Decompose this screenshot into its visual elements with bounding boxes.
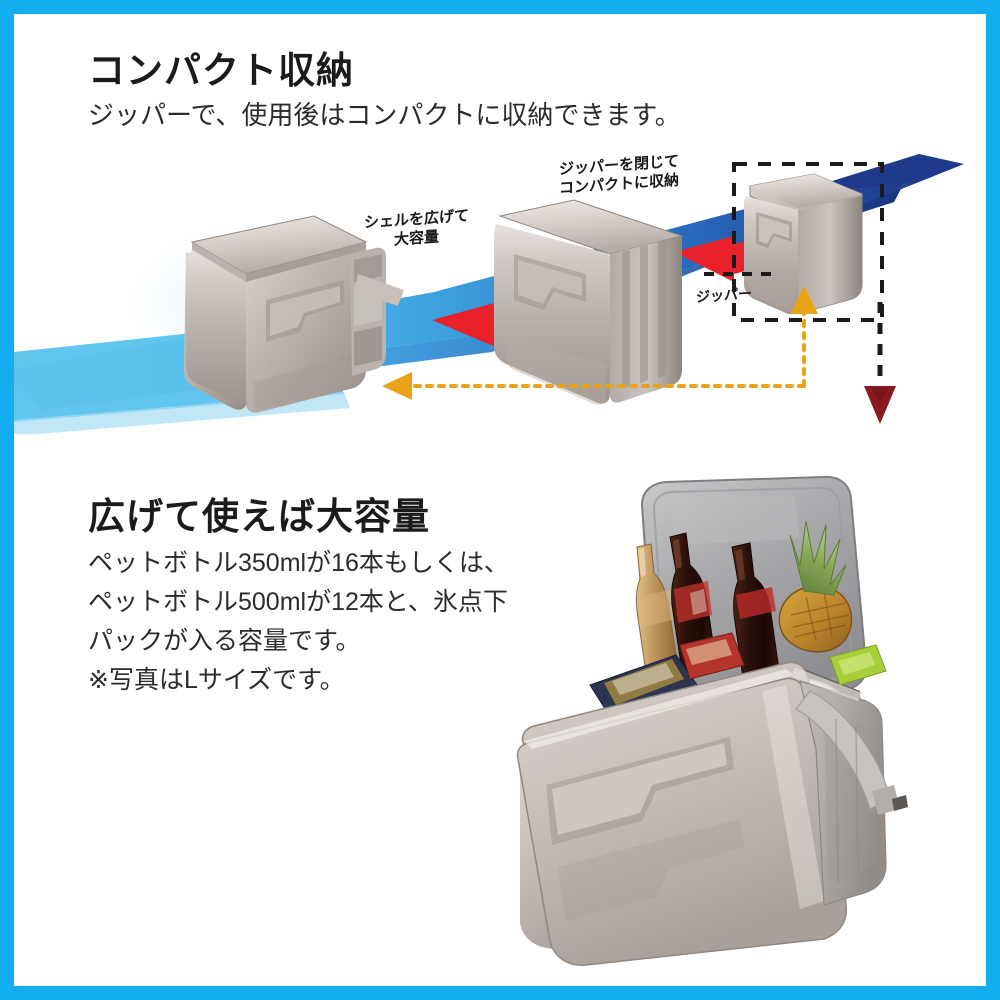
fabric-side-panel xyxy=(799,680,887,906)
body-line: ジッパーで、使用後はコンパクトに収納できます。 xyxy=(88,100,681,130)
cooler-compact-side xyxy=(798,196,862,312)
cooler-expanded xyxy=(184,215,404,413)
cooler-expanded-handle-hl xyxy=(270,286,340,336)
bottle-gold xyxy=(635,543,679,674)
diagram-svg xyxy=(14,154,964,436)
green-pack xyxy=(829,644,887,686)
cooler-compact-handle-hl xyxy=(759,216,789,244)
shell-rim-highlight xyxy=(524,669,794,749)
cooler-mid-pleat1 xyxy=(622,250,630,389)
cooler-expanded-lid-lip xyxy=(192,242,246,282)
shell-handle-highlight xyxy=(552,743,727,835)
bottle-dark-2 xyxy=(731,542,781,686)
strap-buckle xyxy=(872,785,900,815)
strap-tip xyxy=(892,795,908,811)
cooler-mid-pleat2 xyxy=(640,245,648,383)
section-title-compact-storage: コンパクト収納 xyxy=(88,50,354,91)
cooler-expanded-fabric-fold3 xyxy=(354,326,382,366)
cooler-compact xyxy=(744,173,863,315)
shoulder-strap xyxy=(795,690,891,810)
snack-bag-red xyxy=(679,632,745,680)
shell-rim-highlight-right xyxy=(792,667,862,701)
product-photo-open-cooler xyxy=(494,469,914,969)
body-line: ※写真はLサイズです。 xyxy=(88,666,345,694)
dark-red-down-arrow-inner xyxy=(872,388,888,406)
body-line: ペットボトル350mlが16本もしくは、 xyxy=(88,549,509,577)
cooler-expanded-bottom-shade xyxy=(254,352,362,410)
cooler-mid xyxy=(494,199,684,405)
cooler-lid-highlight xyxy=(670,495,800,545)
cooler-expanded-front xyxy=(186,250,246,406)
cooler-expanded-strap xyxy=(354,274,404,306)
compact-storage-diagram: シェルを広げて 大容量 ジッパーを閉じて コンパクトに収納 ジッパー xyxy=(14,124,986,436)
section-body-compact-storage: ジッパーで、使用後はコンパクトに収納できます。 xyxy=(88,96,681,135)
cooler-mid-handle-hl xyxy=(518,260,582,304)
section-title-large-capacity: 広げて使えば大容量 xyxy=(88,496,430,537)
cooler-mid-bulge xyxy=(506,336,606,405)
infographic-canvas: コンパクト収納 ジッパーで、使用後はコンパクトに収納できます。 xyxy=(14,14,986,986)
label-zipper: ジッパー xyxy=(696,284,752,307)
cooler-mid-pleat3 xyxy=(658,240,666,378)
dashed-outline-box xyxy=(732,162,884,322)
label-line: ジッパー xyxy=(696,285,752,305)
body-line: ペットボトル500mlが12本と、氷点下 xyxy=(88,588,508,616)
body-line: パックが入る容量です。 xyxy=(88,627,361,655)
amber-left-arrow xyxy=(382,372,412,400)
cooler-expanded-fabric-fold1 xyxy=(354,254,382,282)
bottle-dark-1 xyxy=(669,532,717,672)
pineapple xyxy=(778,520,853,653)
shell-lower-emboss xyxy=(558,819,744,921)
cooler-expanded-lid-lip2 xyxy=(246,242,366,282)
label-shell-expand: シェルを広げて 大容量 xyxy=(364,206,469,251)
cooler-compact-bulge xyxy=(749,264,796,313)
amber-up-arrow xyxy=(790,286,818,314)
cooler-compact-top xyxy=(750,174,862,208)
section-body-large-capacity: ペットボトル350mlが16本もしくは、 ペットボトル500mlが12本と、氷点… xyxy=(88,544,509,700)
photo-svg xyxy=(516,475,908,966)
shell-highlight-streak xyxy=(762,685,824,909)
fabric-seams xyxy=(835,718,859,884)
